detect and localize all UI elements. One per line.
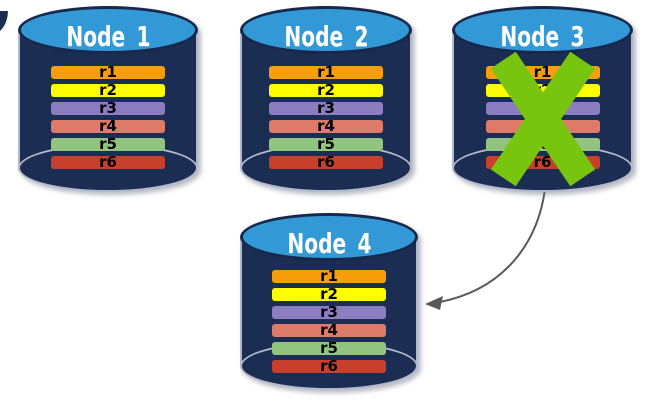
replica-row-r1: r1 (51, 65, 165, 80)
replica-row-r1: r1 (272, 269, 386, 284)
node-title: Node 1 (65, 19, 151, 53)
replica-row-r3: r3 (51, 101, 165, 116)
node-2-cylinder: Node 2 r1 r2 r3 r4 r5 r6 (240, 6, 412, 192)
replica-row-r3: r3 (272, 305, 386, 320)
cylinder-lid: Node 4 (240, 213, 418, 261)
replica-rows: r1 r2 r3 r4 r5 r6 (51, 65, 165, 174)
replica-row-r5: r5 (51, 137, 165, 152)
replica-row-r3: r3 (269, 101, 383, 116)
cylinder-lid: Node 3 (452, 6, 633, 54)
node-title: Node 4 (286, 226, 372, 260)
replica-row-r6: r6 (51, 155, 165, 170)
replica-row-r2: r2 (269, 83, 383, 98)
replica-rows: r1 r2 r3 r4 r5 r6 (272, 269, 386, 378)
replica-row-r5: r5 (269, 137, 383, 152)
node-1-cylinder: Node 1 r1 r2 r3 r4 r5 r6 (18, 6, 198, 192)
node-title: Node 3 (500, 19, 585, 53)
replica-row-r6: r6 (269, 155, 383, 170)
replica-rows: r1 r2 r3 r4 r5 r6 (269, 65, 383, 174)
replica-row-r4: r4 (51, 119, 165, 134)
replica-row-r4: r4 (269, 119, 383, 134)
replica-row-r2: r2 (51, 83, 165, 98)
replica-row-r1: r1 (269, 65, 383, 80)
cylinder-lid: Node 1 (18, 6, 198, 54)
replica-row-r5: r5 (272, 341, 386, 356)
replica-row-r4: r4 (272, 323, 386, 338)
cross-out-x-icon (452, 6, 633, 192)
node-title: Node 2 (283, 19, 369, 53)
offscreen-cylinder-fragment (0, 11, 8, 37)
cylinder-lid: Node 2 (240, 6, 412, 54)
replica-row-r6: r6 (272, 359, 386, 374)
replica-row-r2: r2 (272, 287, 386, 302)
node-4-cylinder: Node 4 r1 r2 r3 r4 r5 r6 (240, 213, 418, 390)
